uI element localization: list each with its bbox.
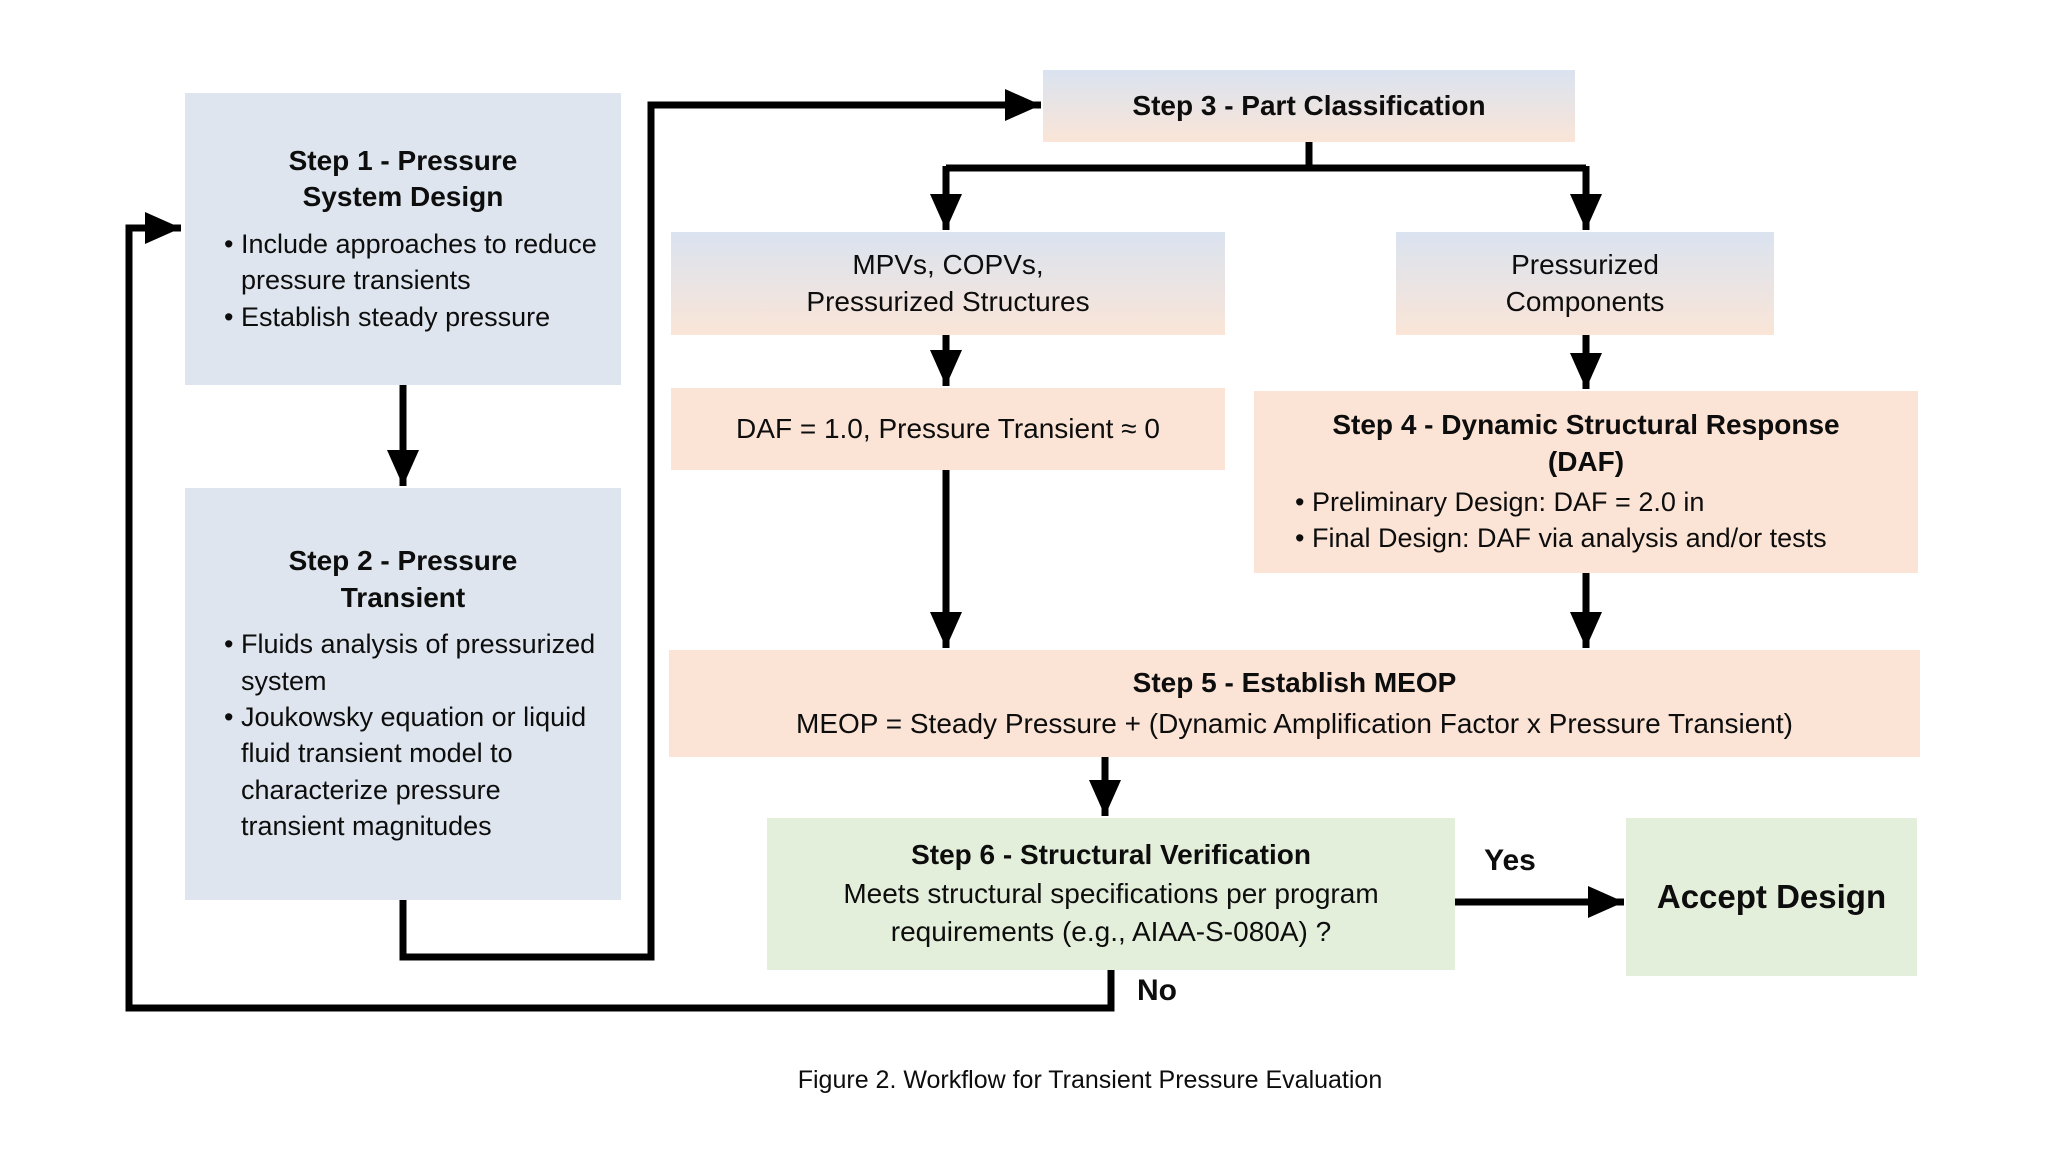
step2-bullets: Fluids analysis of pressurized system Jo… <box>185 626 621 845</box>
step5-box: Step 5 - Establish MEOP MEOP = Steady Pr… <box>669 650 1920 757</box>
step2-bullet-2: Joukowsky equation or liquid fluid trans… <box>215 699 607 845</box>
step2-title: Step 2 - Pressure Transient <box>288 545 518 613</box>
step1-bullet-2: Establish steady pressure <box>215 299 607 335</box>
branch-mpvs-label: MPVs, COPVs, Pressurized Structures <box>806 249 1090 317</box>
step1-bullet-1: Include approaches to reduce pressure tr… <box>215 226 607 299</box>
yes-label: Yes <box>1484 844 1536 877</box>
branch-components-box: Pressurized Components <box>1396 232 1774 335</box>
step4-bullet-2: Final Design: DAF via analysis and/or te… <box>1286 520 1908 556</box>
step1-title: Step 1 - Pressure System Design <box>288 144 518 213</box>
branch-mpvs-box: MPVs, COPVs, Pressurized Structures <box>671 232 1225 335</box>
step3-box: Step 3 - Part Classification <box>1043 70 1575 142</box>
step6-box: Step 6 - Structural Verification Meets s… <box>767 818 1455 970</box>
step4-bullets: Preliminary Design: DAF = 2.0 in Final D… <box>1254 484 1918 557</box>
step4-title: Step 4 - Dynamic Structural Response (DA… <box>1332 409 1840 477</box>
branch-components-label: Pressurized Components <box>1505 249 1665 317</box>
figure-caption: Figure 2. Workflow for Transient Pressur… <box>797 1066 1383 1094</box>
daf-rule-box: DAF = 1.0, Pressure Transient ≈ 0 <box>671 388 1225 470</box>
step6-question: Meets structural specifications per prog… <box>843 878 1379 948</box>
step1-bullets: Include approaches to reduce pressure tr… <box>185 226 621 335</box>
no-label: No <box>1137 974 1177 1007</box>
daf-rule-label: DAF = 1.0, Pressure Transient ≈ 0 <box>736 412 1160 444</box>
step5-formula: MEOP = Steady Pressure + (Dynamic Amplif… <box>796 707 1793 739</box>
step6-title: Step 6 - Structural Verification <box>911 839 1311 870</box>
accept-design-box: Accept Design <box>1626 818 1917 976</box>
accept-design-label: Accept Design <box>1656 878 1887 915</box>
step2-bullet-1: Fluids analysis of pressurized system <box>215 626 607 699</box>
step4-box: Step 4 - Dynamic Structural Response (DA… <box>1254 391 1918 573</box>
step4-bullet-1: Preliminary Design: DAF = 2.0 in <box>1286 484 1908 520</box>
step3-title: Step 3 - Part Classification <box>1132 89 1486 121</box>
step5-title: Step 5 - Establish MEOP <box>1132 667 1457 699</box>
step1-box: Step 1 - Pressure System Design Include … <box>185 93 621 385</box>
step2-box: Step 2 - Pressure Transient Fluids analy… <box>185 488 621 900</box>
